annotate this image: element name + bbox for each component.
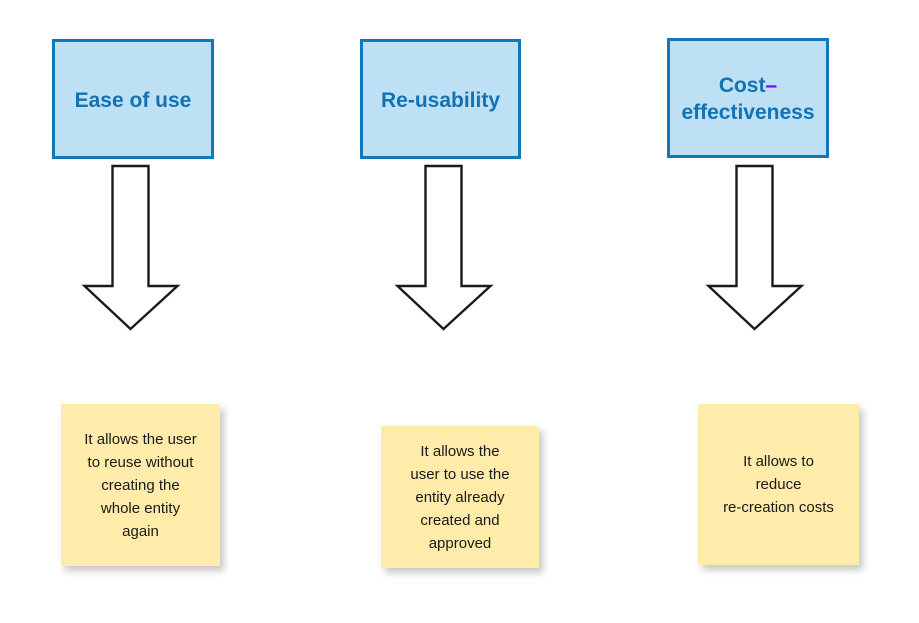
down-block-arrow-icon	[81, 164, 181, 331]
note-card-text: It allows the user to reuse without crea…	[84, 430, 197, 540]
header-box-label: Re-usability	[380, 88, 501, 112]
note-card-re-usability[interactable]: It allows the user to use the entity alr…	[381, 426, 539, 568]
note-card-text: It allows the user to use the entity alr…	[410, 442, 510, 552]
down-arrow-ease-of-use	[81, 163, 183, 333]
down-block-arrow-icon	[394, 164, 494, 331]
header-box-cost-effectiveness[interactable]: Cost– effectiveness	[667, 38, 829, 158]
note-card-text: It allows to reduce re-creation costs	[723, 453, 834, 516]
note-card-cost-effectiveness[interactable]: It allows to reduce re-creation costs	[698, 404, 859, 565]
header-box-label-part-2: effectiveness	[681, 101, 815, 124]
header-box-re-usability[interactable]: Re-usability	[360, 39, 521, 159]
down-arrow-cost-effectiveness	[705, 163, 807, 333]
header-box-label: Ease of use	[74, 88, 192, 112]
header-box-label-part-1: Cost	[718, 74, 766, 97]
down-block-arrow-icon	[705, 164, 805, 331]
header-box-label-hyphen: –	[765, 74, 778, 97]
note-card-ease-of-use[interactable]: It allows the user to reuse without crea…	[61, 404, 220, 566]
down-arrow-re-usability	[394, 163, 496, 333]
header-box-label: Cost– effectiveness	[677, 72, 818, 126]
header-box-ease-of-use[interactable]: Ease of use	[52, 39, 214, 159]
